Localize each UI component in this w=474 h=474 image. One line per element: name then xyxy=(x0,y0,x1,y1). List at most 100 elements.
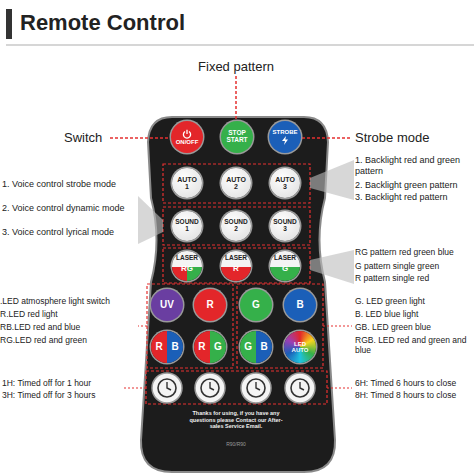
callout-text: 8H: Timed 8 hours to close xyxy=(355,390,474,400)
remote-button: LASER R xyxy=(221,251,251,281)
remote-button: STROBE xyxy=(269,121,301,153)
leader-wedge xyxy=(138,196,163,244)
leader-line xyxy=(327,387,352,388)
remote-button: SOUND3 xyxy=(270,211,300,241)
remote-print: R90/R90 xyxy=(206,441,266,447)
dashed-group xyxy=(163,164,310,203)
remote-button: R xyxy=(194,289,226,321)
timer-button xyxy=(152,373,182,403)
dashed-group xyxy=(163,248,310,283)
remote-button: RB xyxy=(151,331,183,363)
remote-button: AUTO1 xyxy=(172,168,202,198)
callout-text: RG pattern red green blue xyxy=(355,247,474,257)
button-text: B xyxy=(171,342,178,353)
callout-text: G. LED green light xyxy=(355,296,474,306)
title: Remote Control xyxy=(20,10,185,36)
callout-text: 1H: Timed off for 1 hour xyxy=(2,378,124,388)
remote-button: LASER RG xyxy=(172,251,202,281)
remote-print: Thanks for using, if you have any questi… xyxy=(188,410,284,430)
remote-button: SOUND1 xyxy=(172,211,202,241)
button-text: G xyxy=(252,300,260,311)
power-icon-bar xyxy=(186,130,187,134)
button-text: R xyxy=(155,342,162,353)
clock-hands xyxy=(300,382,304,390)
button-text: ON/OFF xyxy=(176,139,199,145)
remote-button: B xyxy=(284,289,316,321)
remote-button: RG xyxy=(194,331,226,363)
callout-text: RG.LED red and green xyxy=(0,335,146,345)
clock-icon xyxy=(291,379,309,397)
button-text: 1 xyxy=(185,226,189,233)
clock-icon xyxy=(201,379,219,397)
button-text: AUTO xyxy=(226,176,246,183)
strobe-icon-bolt xyxy=(282,136,288,145)
timer-button xyxy=(195,373,225,403)
callout-text: Switch xyxy=(64,130,112,146)
leader-line xyxy=(124,387,146,388)
button-text: G xyxy=(282,265,288,273)
timer-button-face xyxy=(241,373,271,403)
remote-button: G xyxy=(240,289,272,321)
button-text: STROBE xyxy=(272,129,297,135)
button-text: START xyxy=(226,137,247,144)
button-text: B xyxy=(261,342,268,353)
button-text: 3 xyxy=(283,183,287,190)
button-text: AUTO xyxy=(177,176,197,183)
button-text: AUTO xyxy=(275,176,295,183)
remote-button: AUTO2 xyxy=(221,168,251,198)
callout-text: Fixed pattern xyxy=(166,59,306,75)
clock-hands xyxy=(256,382,260,390)
leader-wedge xyxy=(310,160,354,200)
timer-button xyxy=(241,373,271,403)
leader-line xyxy=(110,137,169,139)
dashed-group xyxy=(147,284,233,368)
button-text: 2 xyxy=(234,226,238,233)
callout-text: GB. LED green blue xyxy=(355,322,474,332)
callout-text: 1. Voice control strobe mode xyxy=(2,179,138,190)
timer-button-face xyxy=(195,373,225,403)
clock-icon xyxy=(158,379,176,397)
timer-button-face xyxy=(152,373,182,403)
remote-button: GB xyxy=(240,331,272,363)
button-text: SOUND xyxy=(224,219,247,226)
dashed-group xyxy=(237,284,323,368)
button-text: LASER xyxy=(225,255,247,262)
button-text: LASER xyxy=(176,255,198,262)
button-text: G xyxy=(244,342,252,353)
callout-text: 1. Backlight red and green pattern xyxy=(355,155,473,177)
leader-wedge xyxy=(310,250,354,284)
callout-text: R pattern single red xyxy=(355,273,474,283)
callout-text: G pattern single green xyxy=(355,261,474,271)
button-text: R xyxy=(233,265,239,273)
leader-line xyxy=(323,325,352,326)
timer-button-face xyxy=(285,373,315,403)
callout-text: .LED atmosphere light switch xyxy=(0,296,146,306)
button-text: B xyxy=(296,300,303,311)
callout-text: B. LED blue light xyxy=(355,309,474,319)
button-text: AUTO xyxy=(292,347,309,353)
button-text: SOUND xyxy=(175,219,198,226)
power-icon xyxy=(182,129,192,139)
clock-hands xyxy=(210,382,214,390)
title-bar xyxy=(6,9,12,39)
button-text: UV xyxy=(160,300,174,311)
callout-text: Strobe mode xyxy=(355,130,473,146)
button-text: SOUND xyxy=(273,219,296,226)
button-text: 3 xyxy=(283,226,287,233)
strobe-icon xyxy=(281,136,289,145)
button-text: G xyxy=(214,342,222,353)
button-text: RG xyxy=(181,265,193,273)
callout-text: RGB. LED red and green and blue xyxy=(355,335,474,355)
button-text: LASER xyxy=(274,255,296,262)
callout-text: R.LED red light xyxy=(0,309,146,319)
timer-button xyxy=(285,373,315,403)
leader-line xyxy=(235,76,237,119)
dashed-group xyxy=(146,371,327,404)
leader-line xyxy=(302,137,352,139)
dashed-group xyxy=(163,207,310,245)
callout-text: RB.LED red and blue xyxy=(0,322,146,332)
button-text: STOP xyxy=(228,130,246,137)
button-text: 1 xyxy=(185,183,189,190)
title-rule xyxy=(6,44,474,46)
